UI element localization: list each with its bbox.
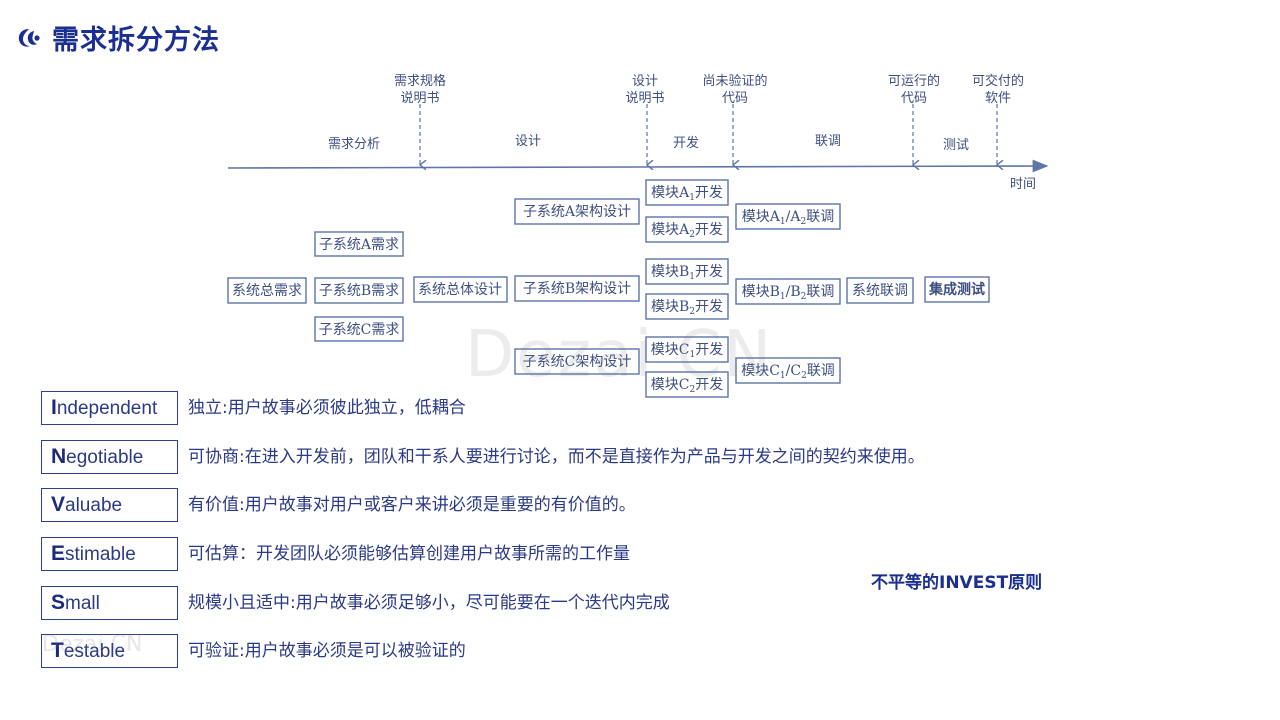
marker-label-deliverable-1: 可交付的 (972, 73, 1024, 89)
phase-label-requirement-analysis: 需求分析 (328, 137, 380, 152)
watermark-small: Dezai CN (42, 632, 143, 657)
box-module-c1-dev (645, 336, 729, 363)
page-title: 需求拆分方法 (52, 25, 220, 56)
box-module-b2-dev (645, 293, 729, 320)
box-module-c2-dev (645, 371, 729, 398)
invest-row-small: Small 规模小且适中:用户故事必须足够小，尽可能要在一个迭代内完成 (41, 586, 1041, 620)
box-subsystem-b-requirement-label: 子系统B需求 (319, 283, 399, 299)
marker-label-req-spec-2: 说明书 (400, 91, 439, 106)
box-module-b2-dev-label: 模块B2开发 (651, 299, 723, 317)
invest-description: 可验证:用户故事必须是可以被验证的 (188, 641, 466, 661)
box-system-requirement (227, 277, 307, 304)
marker-label-unverified-code-1: 尚未验证的 (702, 73, 767, 89)
watermark: Dezai CN (465, 318, 774, 392)
invest-key: Valuabe (41, 488, 178, 522)
invest-initial: S (51, 591, 66, 614)
box-subsystem-a-architecture (514, 198, 640, 225)
invest-description: 可协商:在进入开发前，团队和干系人要进行讨论，而不是直接作为产品与开发之间的契约… (188, 447, 925, 467)
box-subsystem-a-requirement-label: 子系统A需求 (319, 237, 399, 253)
marker-label-unverified-code-2: 代码 (722, 91, 748, 106)
marker-label-design-spec-2: 说明书 (625, 91, 664, 106)
box-module-a-integration (735, 203, 841, 230)
invest-key-rest: mall (65, 593, 100, 614)
invest-row-negotiable: Negotiable 可协商:在进入开发前，团队和干系人要进行讨论，而不是直接作… (41, 440, 1041, 474)
invest-description: 有价值:用户故事对用户或客户来讲必须是重要的有价值的。 (188, 495, 636, 515)
invest-key: Independent (41, 391, 178, 425)
box-integration-test (924, 276, 990, 303)
time-axis-line (227, 159, 1049, 173)
box-system-integration-label: 系统联调 (852, 283, 908, 299)
invest-description: 可估算：开发团队必须能够估算创建用户故事所需的工作量 (188, 544, 630, 564)
box-module-a-integration-label: 模块A1/A2联调 (742, 209, 834, 227)
invest-key: Testable (41, 634, 178, 668)
box-system-requirement-label: 系统总需求 (232, 283, 302, 299)
box-subsystem-b-architecture-label: 子系统B架构设计 (523, 281, 631, 297)
phase-label-testing: 测试 (943, 138, 969, 153)
diagram-canvas: 时间 需求规格 说明书 设计 说明书 尚未验证的 代码 可运行的 代码 可交付的… (227, 73, 1049, 398)
invest-key-rest: estable (63, 641, 126, 662)
box-subsystem-a-architecture-label: 子系统A架构设计 (523, 204, 631, 220)
box-system-design-label: 系统总体设计 (418, 282, 502, 298)
invest-initial: N (51, 445, 67, 468)
box-module-b-integration (735, 278, 841, 305)
box-module-a1-dev (645, 179, 729, 206)
invest-key-rest: aluabe (65, 495, 123, 516)
invest-description: 独立:用户故事必须彼此独立，低耦合 (188, 398, 466, 418)
marker-label-runnable-code-2: 代码 (901, 91, 927, 106)
box-module-c1-dev-label: 模块C1开发 (651, 342, 723, 360)
invest-row-testable: Testable 可验证:用户故事必须是可以被验证的 (41, 634, 1041, 668)
box-subsystem-c-architecture (514, 348, 640, 375)
box-subsystem-b-requirement (314, 277, 404, 304)
invest-key-rest: egotiable (66, 447, 144, 468)
box-module-b1-dev-label: 模块B1开发 (651, 264, 723, 282)
invest-key: Small (41, 586, 178, 620)
phase-label-development: 开发 (673, 135, 699, 151)
box-module-c2-dev-label: 模块C2开发 (651, 377, 723, 395)
box-system-design (413, 276, 508, 303)
invest-description: 规模小且适中:用户故事必须足够小，尽可能要在一个迭代内完成 (188, 593, 670, 613)
marker-label-req-spec-1: 需求规格 (394, 73, 446, 89)
invest-key: Estimable (41, 537, 178, 571)
invest-principle-note: 不平等的INVEST原则 (871, 573, 1043, 593)
box-system-integration (846, 277, 914, 304)
box-module-a2-dev (645, 216, 729, 243)
box-subsystem-c-requirement-label: 子系统C需求 (319, 322, 400, 338)
invest-row-independent: Independent 独立:用户故事必须彼此独立，低耦合 (41, 391, 1041, 425)
box-module-b1-dev (645, 258, 729, 285)
box-integration-test-label: 集成测试 (928, 281, 985, 298)
box-subsystem-a-requirement (314, 231, 404, 257)
box-subsystem-c-architecture-label: 子系统C架构设计 (523, 354, 632, 370)
swirl-logo-icon (18, 29, 40, 47)
invest-key-rest: ndependent (56, 398, 158, 419)
box-module-a1-dev-label: 模块A1开发 (651, 185, 723, 203)
invest-initial: V (51, 493, 66, 516)
invest-key: Negotiable (41, 440, 178, 474)
marker-label-design-spec-1: 设计 (632, 74, 658, 89)
box-module-c-integration (735, 357, 841, 384)
time-axis-label: 时间 (1010, 177, 1036, 192)
phase-label-integration: 联调 (815, 134, 841, 149)
invest-key-rest: stimable (65, 544, 136, 565)
marker-label-deliverable-2: 软件 (985, 91, 1011, 106)
invest-row-valuable: Valuabe 有价值:用户故事对用户或客户来讲必须是重要的有价值的。 (41, 488, 1041, 522)
box-module-b-integration-label: 模块B1/B2联调 (742, 284, 835, 302)
invest-row-estimable: Estimable 可估算：开发团队必须能够估算创建用户故事所需的工作量 (41, 537, 1041, 571)
box-subsystem-b-architecture (514, 275, 640, 302)
invest-initial: I (51, 396, 57, 419)
box-module-c-integration-label: 模块C1/C2联调 (741, 363, 835, 381)
invest-initial: E (51, 542, 66, 565)
marker-label-runnable-code-1: 可运行的 (888, 73, 940, 89)
invest-initial: T (51, 639, 64, 662)
phase-label-design: 设计 (515, 134, 541, 149)
requirement-split-diagram: 时间 需求规格 说明书 设计 说明书 尚未验证的 代码 可运行的 代码 可交付的… (215, 62, 1060, 407)
box-subsystem-c-requirement (314, 316, 404, 342)
box-module-a2-dev-label: 模块A2开发 (651, 222, 723, 240)
